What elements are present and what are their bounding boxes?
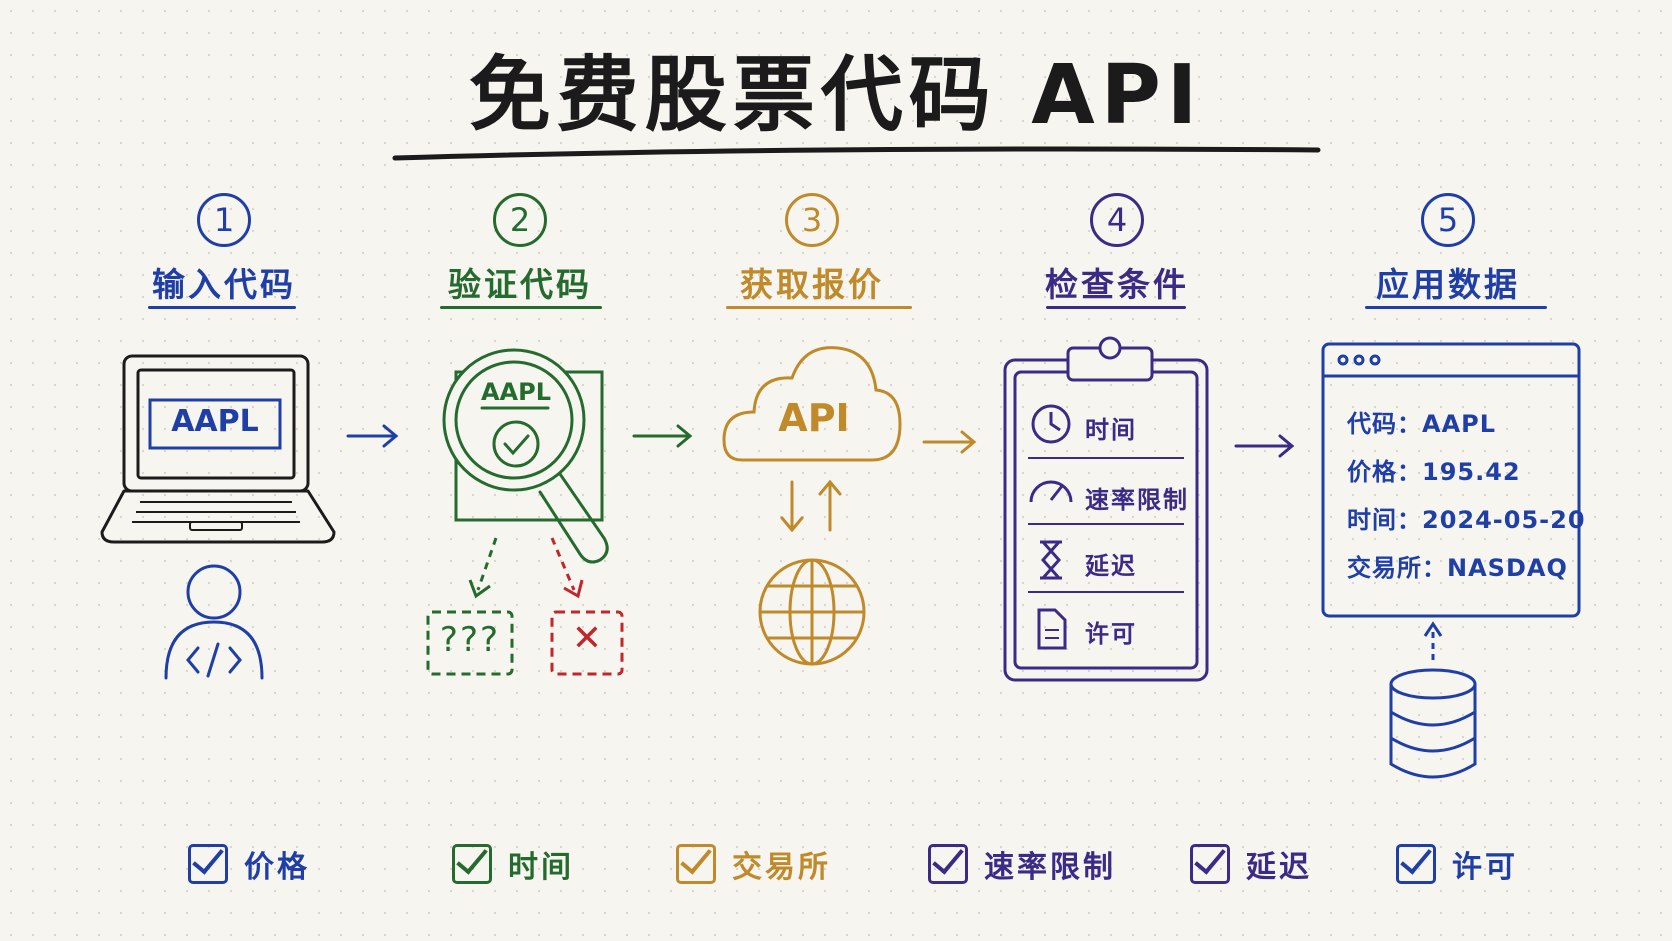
document-icon (1037, 608, 1067, 650)
checkbox-icon[interactable] (188, 841, 228, 884)
step-underline-1 (148, 306, 296, 309)
step-underline-2 (440, 306, 602, 309)
checkbox-icon[interactable] (676, 841, 716, 884)
step-number-2: 2 (493, 193, 547, 247)
checklist-item-price[interactable]: 价格 (188, 838, 310, 890)
condition-time: 时间 (1085, 416, 1137, 444)
step-number-1: 1 (197, 193, 251, 247)
dashed-arrow-unknown (476, 537, 498, 591)
checkbox-icon[interactable] (1190, 841, 1230, 884)
browser-window-icon (1321, 342, 1581, 618)
checklist-item-delay[interactable]: 延迟 (1190, 838, 1312, 890)
dashed-arrow-invalid (550, 537, 576, 591)
gauge-icon (1029, 480, 1073, 503)
bidirectional-arrows (780, 479, 842, 533)
laptop-icon (100, 354, 336, 544)
checkbox-icon[interactable] (1396, 841, 1436, 884)
cloud-icon (722, 346, 902, 462)
checklist-item-rate-limit[interactable]: 速率限制 (928, 838, 1116, 890)
step-title-2: 验证代码 (448, 265, 592, 304)
arrow-icon (1234, 434, 1295, 458)
hourglass-icon (1040, 540, 1062, 580)
page-title: 免费股票代码 API (468, 48, 1204, 143)
data-row-time: 时间：2024-05-20 (1347, 506, 1586, 534)
arrow-icon (632, 424, 693, 448)
unknown-ticker-text: ??? (439, 620, 501, 660)
checklist-item-license[interactable]: 许可 (1396, 838, 1518, 890)
database-icon (1389, 668, 1477, 779)
step-title-4: 检查条件 (1045, 265, 1189, 304)
step-title-5: 应用数据 (1376, 265, 1520, 304)
step-number-5: 5 (1421, 193, 1475, 247)
clock-icon (1031, 404, 1071, 444)
step-number-4: 4 (1090, 193, 1144, 247)
cloud-api-label: API (778, 396, 850, 440)
data-row-price: 价格：195.42 (1347, 458, 1521, 486)
arrow-icon (346, 424, 399, 448)
invalid-result-box (550, 610, 624, 676)
dashed-arrow-up (1423, 621, 1443, 660)
dashed-arrow-head (468, 579, 491, 599)
ticker-input-value: AAPL (171, 404, 259, 439)
step-underline-4 (1046, 306, 1186, 309)
step-title-3: 获取报价 (740, 265, 884, 304)
step-number-3: 3 (785, 193, 839, 247)
checklist-item-time[interactable]: 时间 (452, 838, 574, 890)
step-underline-5 (1365, 306, 1547, 309)
condition-license: 许可 (1085, 620, 1137, 648)
data-row-ticker: 代码：AAPL (1347, 410, 1497, 438)
step-underline-3 (726, 306, 912, 309)
step-title-1: 输入代码 (152, 265, 296, 304)
ticker-input-box (148, 398, 282, 450)
checklist-item-exchange[interactable]: 交易所 (676, 838, 831, 890)
unknown-result-box (426, 610, 514, 676)
data-row-exchange: 交易所：NASDAQ (1347, 554, 1568, 582)
condition-delay: 延迟 (1085, 552, 1137, 580)
invalid-ticker-mark: ✕ (571, 618, 603, 659)
clipboard-icon (1003, 336, 1209, 682)
checkbox-icon[interactable] (928, 841, 968, 884)
checkbox-icon[interactable] (452, 841, 492, 884)
arrow-icon (922, 430, 977, 454)
validated-ticker: AAPL (480, 378, 552, 406)
globe-icon (758, 558, 866, 666)
magnifier-icon (442, 348, 609, 564)
developer-icon (164, 564, 264, 680)
condition-rate-limit: 速率限制 (1085, 486, 1189, 514)
